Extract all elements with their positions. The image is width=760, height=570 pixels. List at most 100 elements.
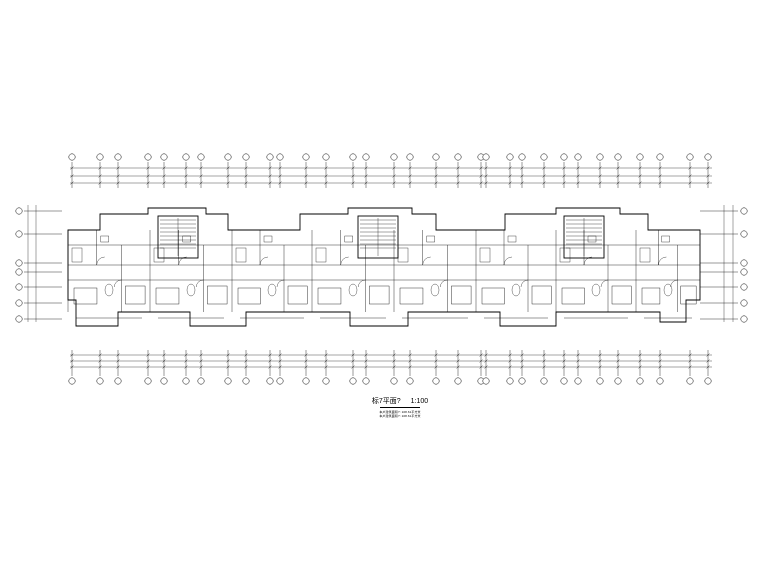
dimension-tick <box>146 166 150 170</box>
axis-bubble <box>242 377 250 385</box>
drawing-title-block: 标7平面? 1:100 本户建筑面积?: 108.61平方米 本户建筑面积?: … <box>310 396 490 418</box>
dimension-tick <box>70 181 74 185</box>
dimension-tick <box>616 166 620 170</box>
room-rect <box>317 287 342 305</box>
axis-bubble <box>740 315 748 323</box>
door-swing <box>583 256 593 266</box>
dimension-tick <box>70 365 74 369</box>
stair-core <box>357 215 399 259</box>
room-partitions <box>67 230 700 319</box>
dimension-tick <box>658 353 662 357</box>
dimension-tick <box>479 166 483 170</box>
axis-bubble <box>506 377 514 385</box>
drawing-scale: 1:100 <box>410 398 429 405</box>
axis-bubble <box>68 153 76 161</box>
fixture-table <box>430 283 440 297</box>
axis-bubble <box>224 377 232 385</box>
dimension-tick <box>508 181 512 185</box>
dimension-tick <box>520 166 524 170</box>
axis-bubble <box>15 315 23 323</box>
fixture-table <box>511 283 521 297</box>
dimension-tick <box>616 353 620 357</box>
fixture-sink <box>344 235 353 243</box>
dimension-tick <box>688 353 692 357</box>
dimension-tick <box>562 181 566 185</box>
axis-bubble <box>349 377 357 385</box>
dimension-tick <box>706 166 710 170</box>
dimension-tick <box>351 166 355 170</box>
door-swing <box>440 279 448 288</box>
stair-core <box>157 215 199 259</box>
dimension-tick <box>479 181 483 185</box>
axis-bubble <box>362 153 370 161</box>
door-swing <box>670 279 678 288</box>
dimension-tick <box>408 166 412 170</box>
dimension-tick <box>199 166 203 170</box>
dimension-tick <box>324 181 328 185</box>
fixture-table <box>663 283 673 297</box>
dimension-tick <box>351 353 355 357</box>
fixture-sink <box>661 235 670 243</box>
dimension-tick <box>484 174 488 178</box>
room-rect <box>481 287 505 305</box>
axis-bubble <box>518 377 526 385</box>
dimension-tick <box>508 365 512 369</box>
dimension-tick <box>146 353 150 357</box>
axis-bubble <box>686 377 694 385</box>
dimension-tick <box>244 166 248 170</box>
dimension-tick <box>508 174 512 178</box>
axis-bubble <box>740 259 748 267</box>
door-swing <box>196 279 204 288</box>
dimension-tick <box>351 181 355 185</box>
dimension-tick <box>226 353 230 357</box>
dimension-tick <box>98 359 102 363</box>
dimension-tick <box>706 353 710 357</box>
dimension-tick <box>688 365 692 369</box>
dimension-tick <box>520 353 524 357</box>
axis-bubble <box>560 153 568 161</box>
axis-bubble <box>276 153 284 161</box>
dimension-tick <box>576 166 580 170</box>
axis-bubble <box>704 377 712 385</box>
dimension-tick <box>162 166 166 170</box>
dimension-tick <box>162 353 166 357</box>
dimension-tick <box>520 181 524 185</box>
fixture-bath <box>315 247 327 263</box>
dimension-tick <box>278 166 282 170</box>
dimension-tick <box>576 353 580 357</box>
dimension-tick <box>98 181 102 185</box>
dimension-tick <box>184 166 188 170</box>
dimension-tick <box>479 365 483 369</box>
dimension-tick <box>479 359 483 363</box>
dimension-tick <box>456 181 460 185</box>
dimension-tick <box>364 181 368 185</box>
dimension-tick <box>616 359 620 363</box>
dimension-tick <box>542 174 546 178</box>
dimension-tick <box>658 181 662 185</box>
axis-grid <box>24 162 738 376</box>
room-rect <box>237 287 261 305</box>
fixture-table <box>267 283 277 297</box>
wall-outline <box>67 207 701 327</box>
dimension-tick <box>244 174 248 178</box>
dimension-tick <box>244 353 248 357</box>
dimension-tick <box>392 174 396 178</box>
dimension-tick <box>304 359 308 363</box>
dimension-tick <box>638 181 642 185</box>
dimension-tick <box>392 181 396 185</box>
dimension-tick <box>408 174 412 178</box>
room-rect <box>125 285 146 305</box>
fixture-bath <box>153 247 165 263</box>
axis-bubble <box>182 153 190 161</box>
fixture-bath <box>639 247 651 263</box>
dimension-tick <box>508 359 512 363</box>
dimension-tick <box>706 359 710 363</box>
axis-bubble <box>160 377 168 385</box>
dimension-tick <box>146 359 150 363</box>
dimension-tick <box>598 174 602 178</box>
dimension-tick <box>392 365 396 369</box>
dimension-tick <box>484 166 488 170</box>
axis-bubble <box>349 153 357 161</box>
room-rect <box>531 285 552 305</box>
fixture-bath <box>479 247 491 263</box>
